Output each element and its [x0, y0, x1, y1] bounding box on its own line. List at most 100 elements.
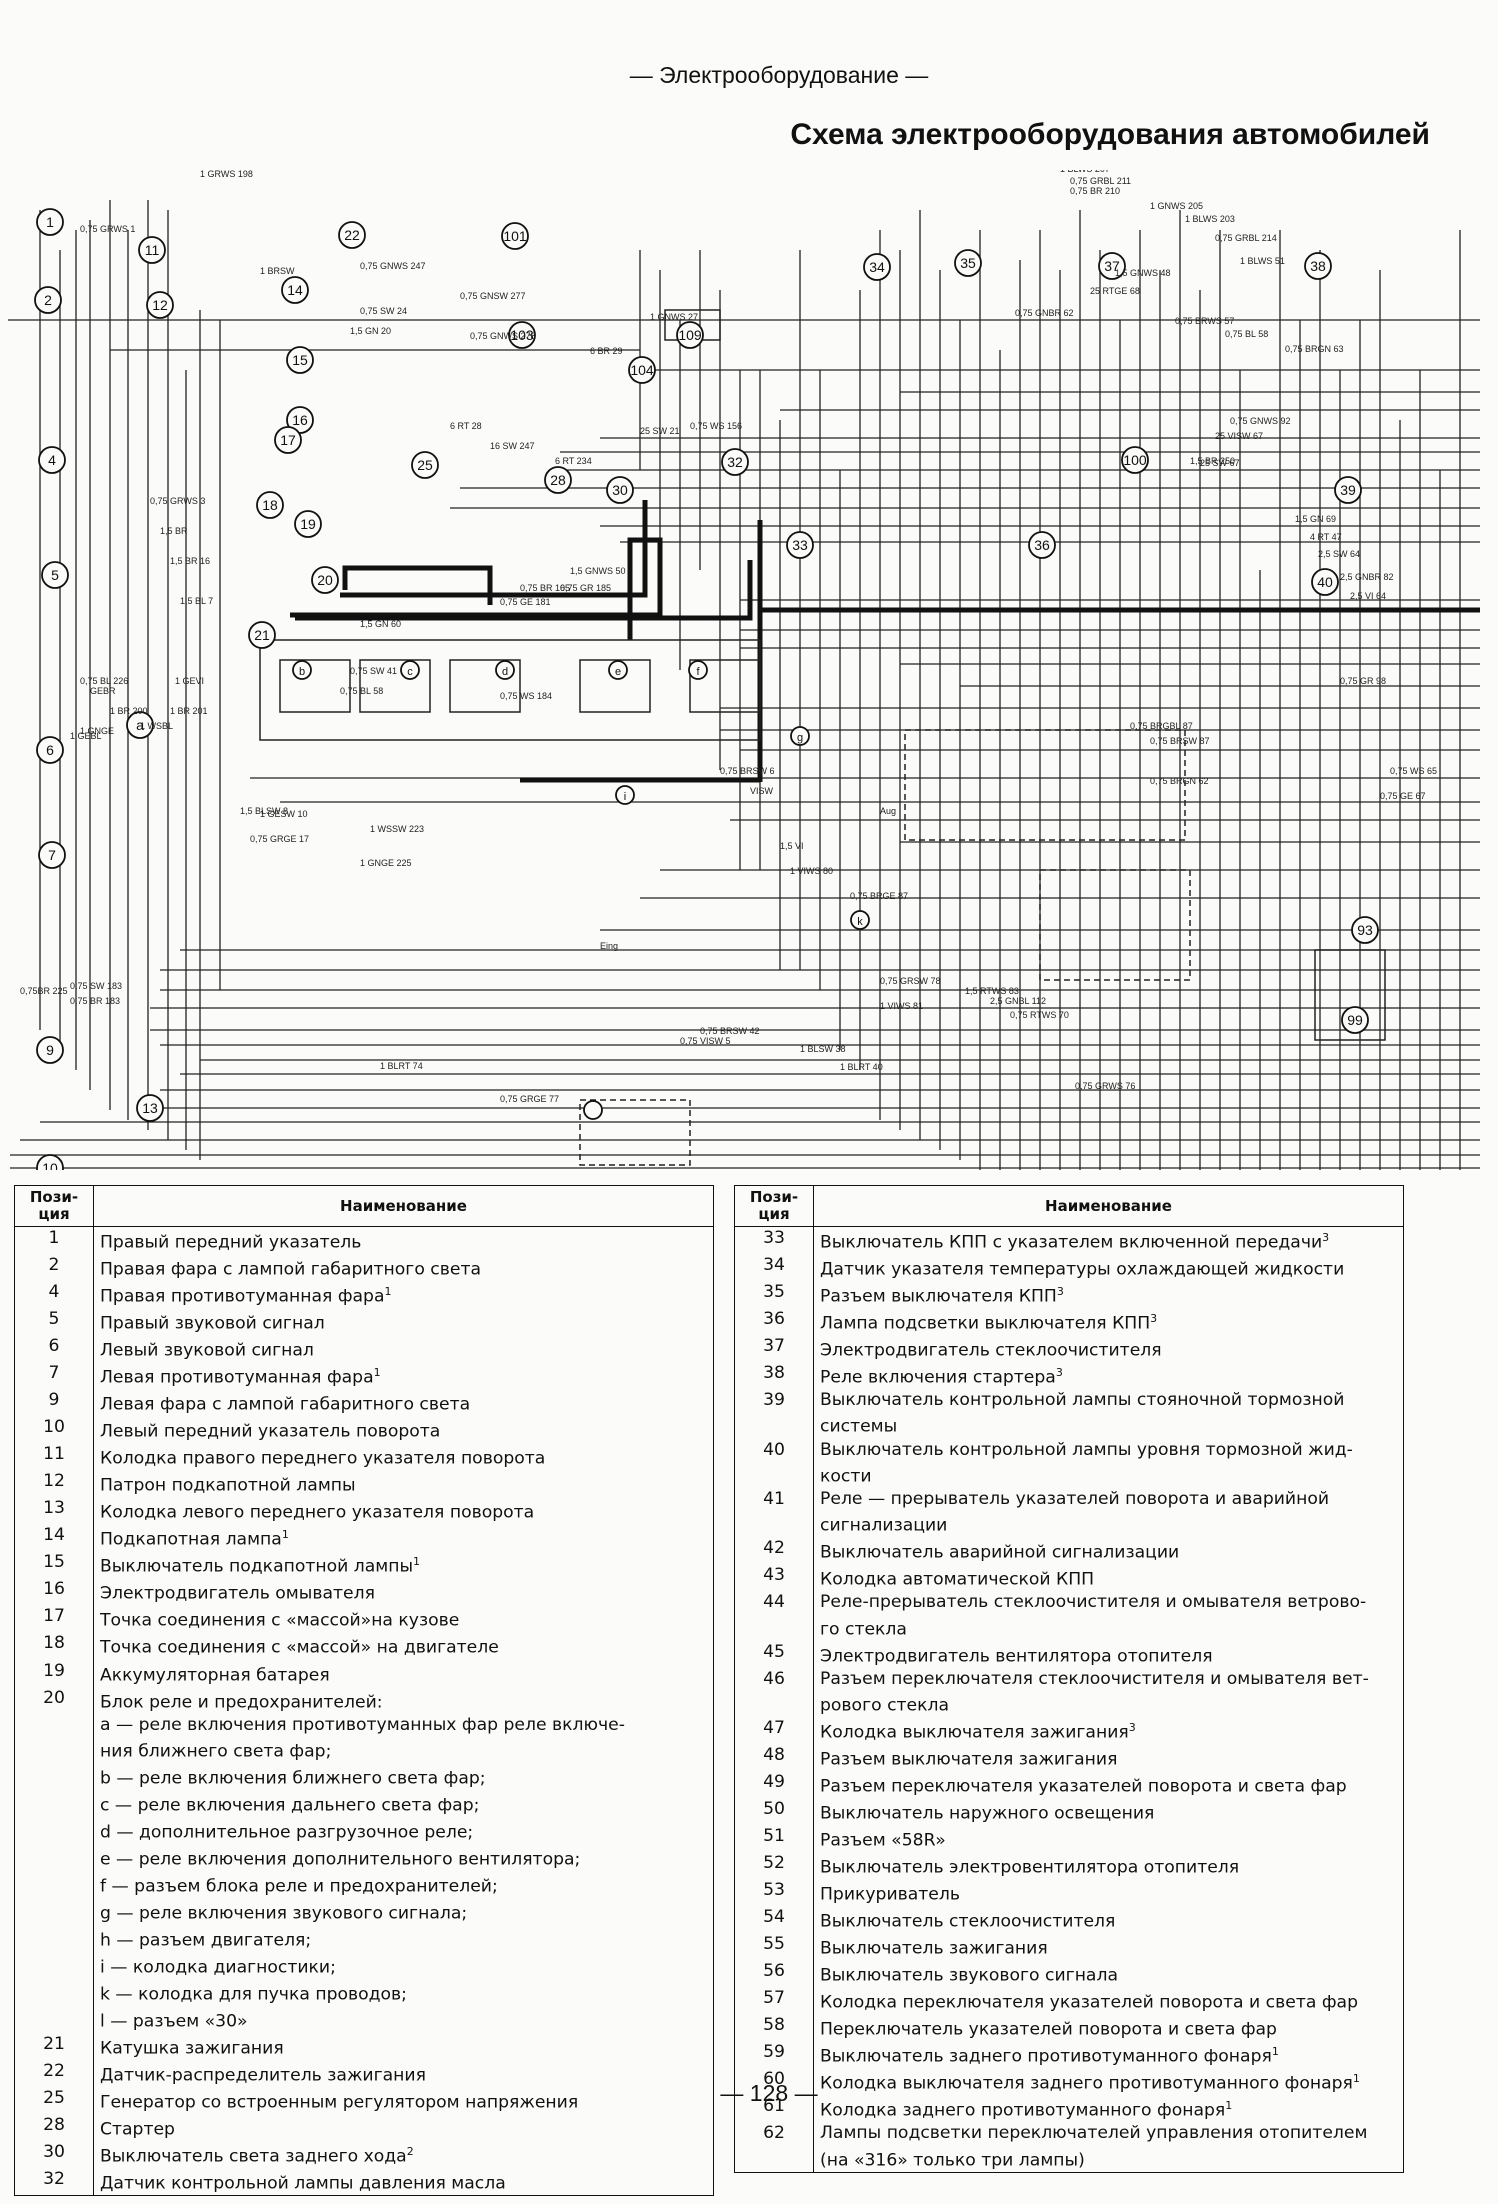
legend-position: 39: [734, 1389, 814, 1439]
legend-description-text: b — реле включения ближнего света фар;: [100, 1768, 486, 1789]
legend-description: Колодка выключателя зажигания3: [813, 1716, 1404, 1744]
legend-description-text: Переключатель указателей поворота и свет…: [820, 2020, 1277, 2040]
legend-description-text: Блок реле и предохранителей:: [100, 1692, 383, 1713]
component-callout: 4: [38, 446, 66, 474]
legend-description: Колодка автоматической КПП: [813, 1564, 1404, 1592]
legend-description-text: Разъем переключателя стеклоочистителя и …: [820, 1668, 1369, 1716]
battery-cable: [295, 560, 753, 621]
relay-block: [259, 639, 761, 741]
legend-position: 62: [734, 2122, 814, 2173]
legend-description-text: g — реле включения звукового сигнала;: [100, 1903, 468, 1924]
callout-circle: [501, 222, 529, 250]
legend-description: Колодка переключателя указателей поворот…: [813, 1987, 1404, 2015]
component-callout: 16: [286, 406, 314, 434]
callout-circle: [863, 253, 891, 281]
legend-description-text: Выключатель зажигания: [820, 1938, 1048, 1959]
legend-description: Правая фара с лампой габаритного света: [93, 1254, 714, 1282]
callout-circle: [138, 236, 166, 264]
legend-description-text: k — колодка для пучка проводов;: [100, 1984, 407, 2005]
legend-row: g — реле включения звукового сигнала;: [14, 1898, 714, 1926]
callout-number: 17: [280, 432, 296, 448]
legend-description-text: Выключатель света заднего хода: [100, 2147, 407, 2168]
legend-position: 53: [734, 1879, 814, 1907]
component-callout: 20: [311, 566, 339, 594]
wire-label: 0,75 BL 226: [80, 676, 128, 686]
wire-label: 0,75 BR 183: [70, 996, 120, 1006]
legend-position: 49: [734, 1770, 814, 1799]
wire-label: Aug: [880, 806, 896, 816]
legend-description: Электродвигатель вентилятора отопителя: [813, 1640, 1404, 1668]
legend-description-text: Катушка зажигания: [100, 2038, 284, 2059]
legend-row: 49 Разъем переключателя указателей поворо…: [734, 1770, 1404, 1799]
legend-position: 45: [734, 1640, 814, 1668]
legend-description-text: Аккумуляторная батарея: [100, 1665, 330, 1686]
wire-label: 0,75 GRBL 214: [1215, 233, 1277, 243]
legend-row: i — колодка диагностики;: [14, 1952, 714, 1980]
component-callout: 17: [274, 426, 302, 454]
component-callout: 39: [1334, 476, 1362, 504]
callout-circle: [36, 1154, 64, 1170]
legend-position: 36: [734, 1308, 814, 1336]
component-callout: 99: [1341, 1006, 1369, 1034]
callout-circle: [615, 785, 635, 805]
callout-number: 1: [46, 214, 54, 230]
legend-description-text: Выключатель аварийной сигнализации: [820, 1542, 1180, 1563]
footnote-mark: 1: [1271, 2045, 1279, 2059]
footnote-mark: 3: [1128, 1720, 1136, 1734]
legend-description: c — реле включения дальнего света фар;: [93, 1789, 714, 1817]
wire-label: 0,75 BR 165: [520, 583, 570, 593]
footnote-mark: 1: [1225, 2099, 1233, 2113]
legend-description: Разъем выключателя КПП3: [813, 1281, 1404, 1309]
legend-description-text: Левая противотуманная фара: [100, 1367, 374, 1388]
wire-label: 0,75 BRGE 87: [850, 891, 908, 901]
legend-description: Блок реле и предохранителей:: [93, 1686, 714, 1714]
wire-label: 1 BR 201: [170, 706, 208, 716]
wire-label: 1,5 GNWS 48: [1115, 268, 1171, 278]
legend-position: 2: [14, 1254, 94, 1282]
wire-label: GEBR: [90, 686, 116, 696]
diagram-grid: [8, 200, 1480, 1170]
legend-description: h — разъем двигателя;: [93, 1925, 714, 1953]
wire-label: 0,75 GNBR 62: [1015, 308, 1074, 318]
legend-description-text: a — реле включения противотуманных фар р…: [100, 1714, 625, 1762]
legend-description-text: Разъем переключателя указателей поворота…: [820, 1776, 1347, 1797]
wire-label: 2,5 VI 64: [1350, 591, 1386, 601]
component-callout: 109: [676, 321, 704, 349]
wire-label: 0,75 WS 65: [1390, 766, 1437, 776]
callout-circle: [583, 1100, 603, 1120]
legend-description: Катушка зажигания: [93, 2033, 714, 2061]
legend-description-text: l — разъем «30»: [100, 2011, 248, 2032]
legend-description-text: Патрон подкапотной лампы: [100, 1476, 356, 1497]
component-callout: 10: [36, 1154, 64, 1170]
wire-label: 0,75 BL 58: [340, 686, 383, 696]
legend-position: 4: [14, 1281, 94, 1309]
legend-description-text: Левый передний указатель поворота: [100, 1421, 441, 1442]
legend-position: 47: [734, 1716, 814, 1744]
legend-position: 17: [14, 1605, 94, 1633]
wire-label: 1,5 BR 16: [170, 556, 210, 566]
legend-position: 11: [14, 1443, 94, 1471]
legend-position: 46: [734, 1667, 814, 1717]
wire-label: 0,75 BRSW 42: [700, 1026, 760, 1036]
legend-description-text: Выключатель КПП с указателем включенной …: [820, 1232, 1323, 1253]
legend-position: 10: [14, 1416, 94, 1444]
wire-label: VISW: [750, 786, 774, 796]
legend-position: 9: [14, 1389, 94, 1417]
legend-description: Левая противотуманная фара1: [93, 1362, 714, 1390]
callout-circle: [281, 276, 309, 304]
component-callout: 22: [338, 221, 366, 249]
legend-description: Колодка заднего противотуманного фонаря1: [813, 2095, 1404, 2123]
component-callout: 11: [138, 236, 166, 264]
legend-row: b — реле включения ближнего света фар;: [14, 1762, 714, 1790]
legend-row: a — реле включения противотуманных фар р…: [14, 1713, 714, 1763]
legend-description-text: Точка соединения с «массой» на двигателе: [100, 1638, 499, 1659]
legend-description-text: i — колодка диагностики;: [100, 1957, 336, 1978]
